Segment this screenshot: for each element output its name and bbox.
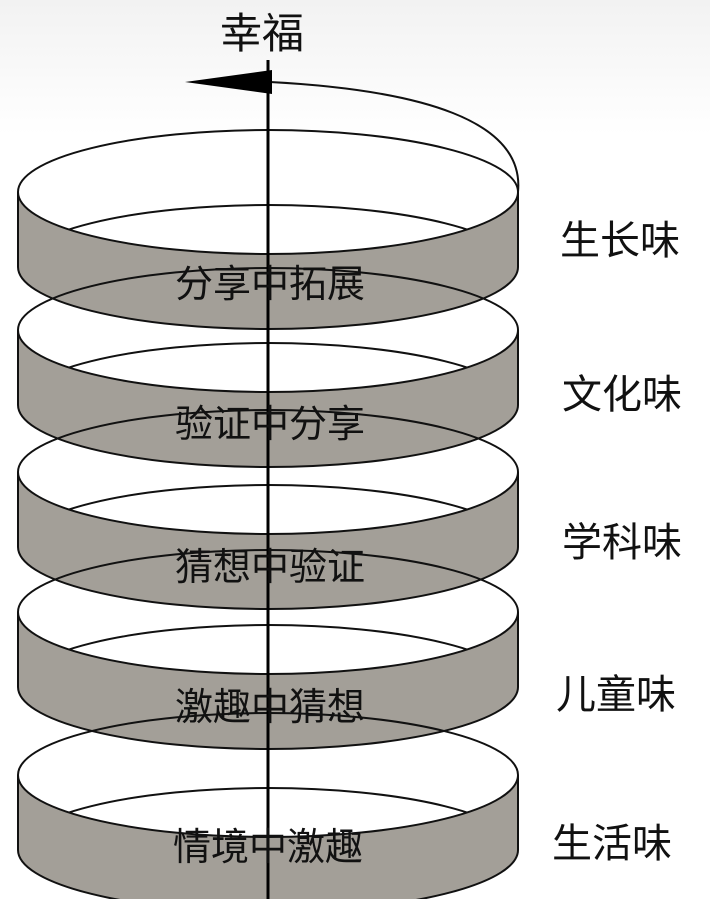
stage-label: 猜想中验证 xyxy=(175,545,365,589)
stage-label: 激趣中猜想 xyxy=(175,685,365,729)
flavor-label: 学科味 xyxy=(562,520,682,566)
arrow-left-icon xyxy=(185,70,272,94)
stage-label: 验证中分享 xyxy=(175,402,365,446)
stage-label: 分享中拓展 xyxy=(175,262,365,306)
stage-label: 情境中激趣 xyxy=(173,825,363,869)
top-label: 幸福 xyxy=(220,9,304,58)
flavor-label: 儿童味 xyxy=(556,672,676,718)
flavor-label: 生活味 xyxy=(552,821,672,867)
spiral-connector xyxy=(269,81,520,193)
flavor-label: 文化味 xyxy=(562,372,682,418)
flavor-label: 生长味 xyxy=(560,218,680,264)
